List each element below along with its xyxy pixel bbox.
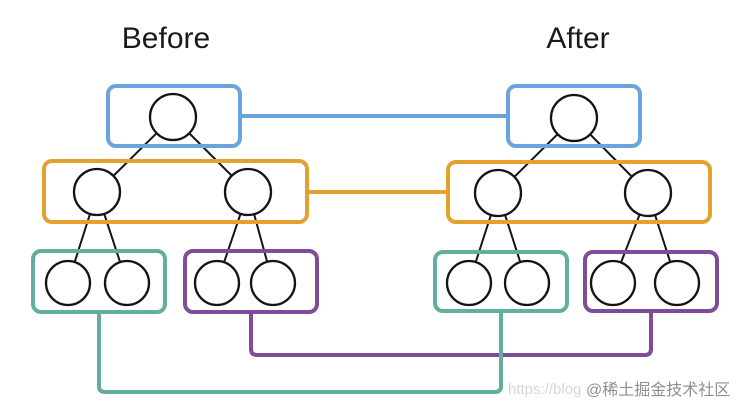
right-leaf-connector-line (249, 311, 653, 357)
tree-node (549, 93, 599, 143)
tree-node (445, 259, 493, 307)
tree-node (589, 259, 637, 307)
tree-node (223, 167, 273, 217)
tree-node (44, 259, 92, 307)
watermark-community-text: @稀土掘金技术社区 (586, 381, 730, 399)
tree-node (249, 259, 297, 307)
tree-node (503, 259, 551, 307)
tree-node (473, 168, 523, 218)
tree-node (653, 259, 701, 307)
before-title: Before (122, 22, 210, 55)
after-tree-nodes (445, 93, 701, 307)
tree-node (623, 168, 673, 218)
tree-node (103, 259, 151, 307)
before-tree-nodes (44, 92, 297, 307)
after-title: After (546, 22, 609, 55)
left-leaf-connector-line (97, 311, 503, 394)
tree-node (193, 259, 241, 307)
tree-node (148, 92, 198, 142)
tree-node (72, 167, 122, 217)
watermark-url-text: https://blog (508, 381, 581, 398)
